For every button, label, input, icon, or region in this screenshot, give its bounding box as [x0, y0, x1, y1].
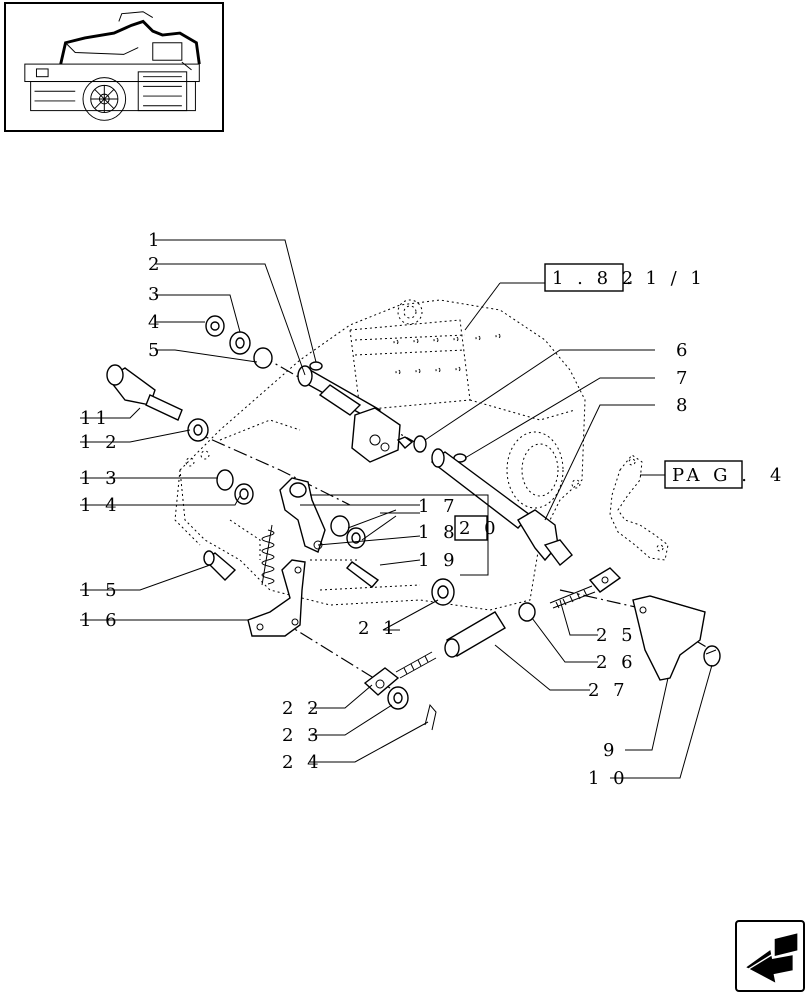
callout-12: 1 2 — [80, 432, 121, 453]
callout-22: 2 2 — [282, 698, 323, 719]
tube-27 — [444, 611, 506, 658]
shaft-8 — [430, 448, 573, 567]
spring — [261, 524, 275, 586]
callout-8: 8 — [676, 395, 691, 416]
callout-14: 1 4 — [80, 495, 121, 516]
callout-box-20 — [454, 515, 488, 541]
pin-11 — [106, 364, 183, 421]
callout-18: 1 8 — [418, 522, 459, 543]
ring-13 — [216, 469, 234, 491]
reference-part-outline — [609, 454, 669, 561]
washer-3 — [229, 331, 251, 355]
page-box-text[interactable]: PA G . — [672, 465, 751, 486]
callout-16: 1 6 — [80, 610, 121, 631]
callout-11: 11 — [80, 408, 111, 429]
housing-outline — [174, 299, 586, 611]
bush-21 — [431, 578, 455, 606]
rod-end-22 — [363, 651, 437, 696]
part-2-lever-shaft — [297, 365, 414, 463]
reference-boxed-text: 1 . 8 2 — [552, 268, 637, 289]
previous-page-button[interactable] — [735, 920, 805, 992]
callout-2: 2 — [148, 254, 163, 275]
callout-6: 6 — [676, 340, 691, 361]
callout-15: 1 5 — [80, 580, 121, 601]
ring-6 — [413, 435, 427, 453]
location-thumbnail — [4, 2, 224, 132]
callout-25: 2 5 — [596, 625, 637, 646]
callout-20: 2 0 — [459, 518, 500, 539]
arrow-left-nav-icon — [742, 933, 798, 987]
callout-24: 2 4 — [282, 752, 323, 773]
washer-23 — [387, 686, 409, 710]
washer-4 — [205, 315, 225, 337]
washer-14 — [234, 483, 254, 505]
part-1-key — [309, 361, 323, 371]
washer-12 — [187, 418, 209, 442]
page-number-text: 4 — [770, 465, 785, 486]
bushing-17 — [330, 515, 366, 549]
pin-19 — [345, 561, 380, 588]
split-pin-24 — [424, 703, 437, 731]
tractor-location-thumbnail — [24, 11, 201, 121]
callout-3: 3 — [148, 284, 163, 305]
bolt-15 — [203, 550, 237, 581]
callout-9: 9 — [603, 740, 618, 761]
callout-23: 2 3 — [282, 725, 323, 746]
rod-end-25 — [549, 567, 622, 609]
callout-10: 1 0 — [588, 768, 629, 789]
callout-19: 1 9 — [418, 550, 459, 571]
nut-26 — [518, 602, 536, 622]
callout-5: 5 — [148, 340, 163, 361]
callout-1: 1 — [148, 230, 163, 251]
callout-17: 1 7 — [418, 496, 459, 517]
leader-lines — [80, 239, 713, 779]
reference-suffix-text: . 1 / 1 — [626, 268, 706, 289]
reference-box — [544, 263, 624, 292]
clip-10 — [703, 645, 721, 667]
callout-7: 7 — [676, 368, 691, 389]
lever-assembly — [279, 477, 326, 553]
callout-13: 1 3 — [80, 468, 121, 489]
plate-9 — [632, 595, 706, 681]
bracket-16 — [247, 559, 306, 637]
callout-27: 2 7 — [588, 680, 629, 701]
callout-26: 2 6 — [596, 652, 637, 673]
callout-21: 2 1 — [358, 618, 399, 639]
callout-4: 4 — [148, 312, 163, 333]
page-box[interactable] — [664, 460, 743, 489]
o-ring-5 — [253, 347, 273, 369]
